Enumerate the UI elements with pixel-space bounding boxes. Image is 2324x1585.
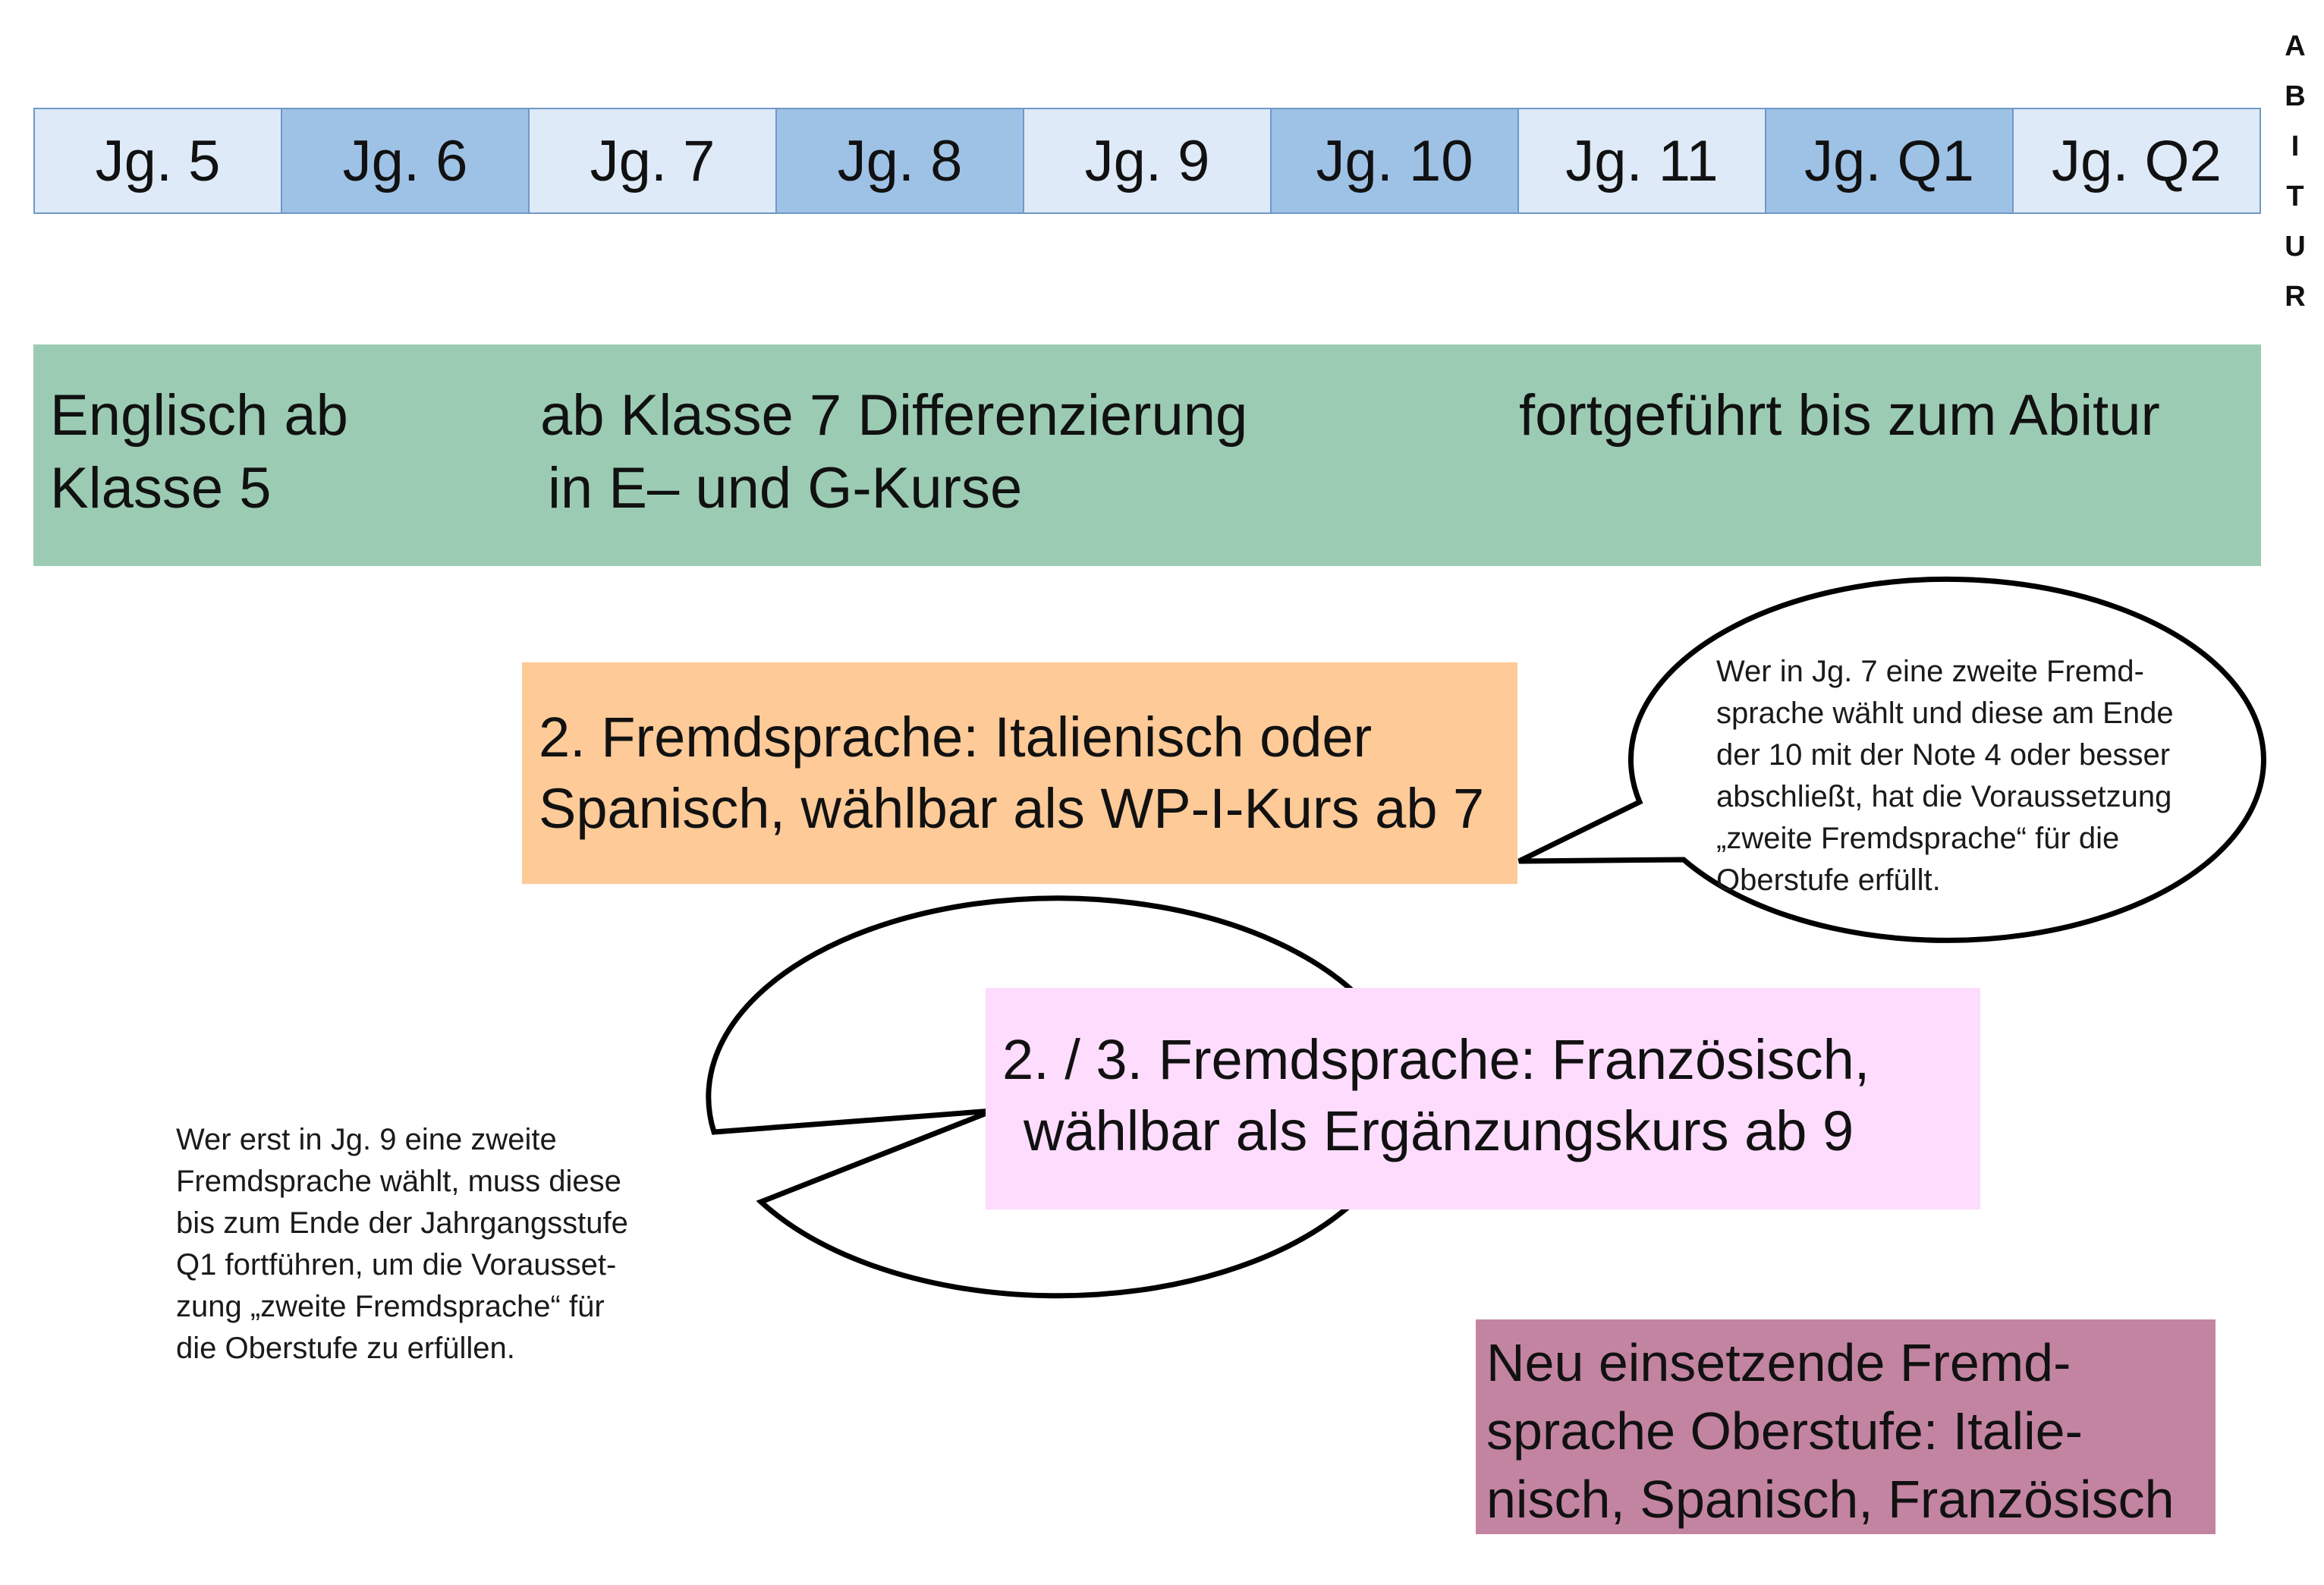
- grade-cell: Jg. 6: [282, 109, 530, 212]
- english-start-line1: Englisch ab: [50, 383, 348, 448]
- grade-cell: Jg. 7: [530, 109, 777, 212]
- abitur-letter: U: [2285, 231, 2306, 263]
- abitur-letter: B: [2285, 80, 2306, 112]
- english-diff-line2: in E– und G-Kurse: [548, 456, 1023, 520]
- bubble-left-line: zung „zweite Fremdsprache“ für: [176, 1290, 605, 1323]
- bubble-left-line: Q1 fortführen, um die Vorausset-: [176, 1248, 617, 1282]
- third-language-line2: wählbar als Ergänzungskurs ab 9: [1024, 1099, 1854, 1162]
- english-differentiation-text: ab Klasse 7 Differenzierung in E– und G-…: [540, 379, 1247, 525]
- bubble-right-line: Oberstufe erfüllt.: [1716, 863, 1941, 897]
- bubble-left-line: die Oberstufe zu erfüllen.: [176, 1332, 515, 1365]
- bubble-left-line: Fremdsprache wählt, muss diese: [176, 1165, 621, 1198]
- abitur-letter: I: [2291, 131, 2300, 162]
- grade-cell: Jg. 5: [35, 109, 282, 212]
- bubble-right-line: Wer in Jg. 7 eine zweite Fremd-: [1716, 655, 2144, 688]
- bubble-left-line: Wer erst in Jg. 9 eine zweite: [176, 1123, 557, 1156]
- grade-cell: Jg. 9: [1024, 109, 1272, 212]
- second-language-box: 2. Fremdsprache: Italienisch oder Spanis…: [522, 662, 1517, 884]
- grade-cell: Jg. 8: [777, 109, 1024, 212]
- new-language-line2: sprache Oberstufe: Italie-: [1486, 1401, 2083, 1461]
- abitur-letter: A: [2285, 30, 2306, 62]
- grade-cell: Jg. Q1: [1766, 109, 2014, 212]
- grade-strip: Jg. 5 Jg. 6 Jg. 7 Jg. 8 Jg. 9 Jg. 10 Jg.…: [33, 108, 2261, 214]
- english-diff-line1: ab Klasse 7 Differenzierung: [540, 383, 1248, 448]
- bubble-right-text: Wer in Jg. 7 eine zweite Fremd- sprache …: [1716, 651, 2174, 901]
- second-language-line2: Spanisch, wählbar als WP-I-Kurs ab 7: [539, 777, 1485, 840]
- new-language-box: Neu einsetzende Fremd- sprache Oberstufe…: [1476, 1319, 2216, 1534]
- abitur-letter: T: [2286, 181, 2304, 212]
- new-language-line3: nisch, Spanisch, Französisch: [1486, 1470, 2175, 1529]
- bubble-left-line: bis zum Ende der Jahrgangsstufe: [176, 1206, 628, 1240]
- grade-cell: Jg. 10: [1272, 109, 1519, 212]
- bubble-left-text: Wer erst in Jg. 9 eine zweite Fremdsprac…: [176, 1119, 628, 1370]
- english-continued-text: fortgeführt bis zum Abitur: [1519, 383, 2160, 448]
- bubble-right-shape: [1517, 576, 2266, 943]
- third-language-line1: 2. / 3. Fremdsprache: Französisch,: [1002, 1028, 1870, 1091]
- bubble-right-line: sprache wählt und diese am Ende: [1716, 697, 2174, 730]
- english-start-text: Englisch ab Klasse 5: [50, 379, 348, 525]
- bubble-right-line: der 10 mit der Note 4 oder besser: [1716, 738, 2171, 772]
- bubble-right-line: „zweite Fremdsprache“ für die: [1716, 822, 2120, 855]
- grade-cell: Jg. Q2: [2014, 109, 2260, 212]
- abitur-label: A B I T U R: [2280, 21, 2310, 322]
- second-language-line1: 2. Fremdsprache: Italienisch oder: [539, 706, 1373, 769]
- english-band: Englisch ab Klasse 5 ab Klasse 7 Differe…: [33, 344, 2261, 566]
- abitur-letter: R: [2285, 281, 2306, 313]
- bubble-right-line: abschließt, hat die Voraussetzung: [1716, 780, 2172, 813]
- grade-cell: Jg. 11: [1519, 109, 1766, 212]
- third-language-box: 2. / 3. Fremdsprache: Französisch, wählb…: [986, 988, 1980, 1209]
- new-language-line1: Neu einsetzende Fremd-: [1486, 1333, 2071, 1392]
- english-start-line2: Klasse 5: [50, 456, 272, 520]
